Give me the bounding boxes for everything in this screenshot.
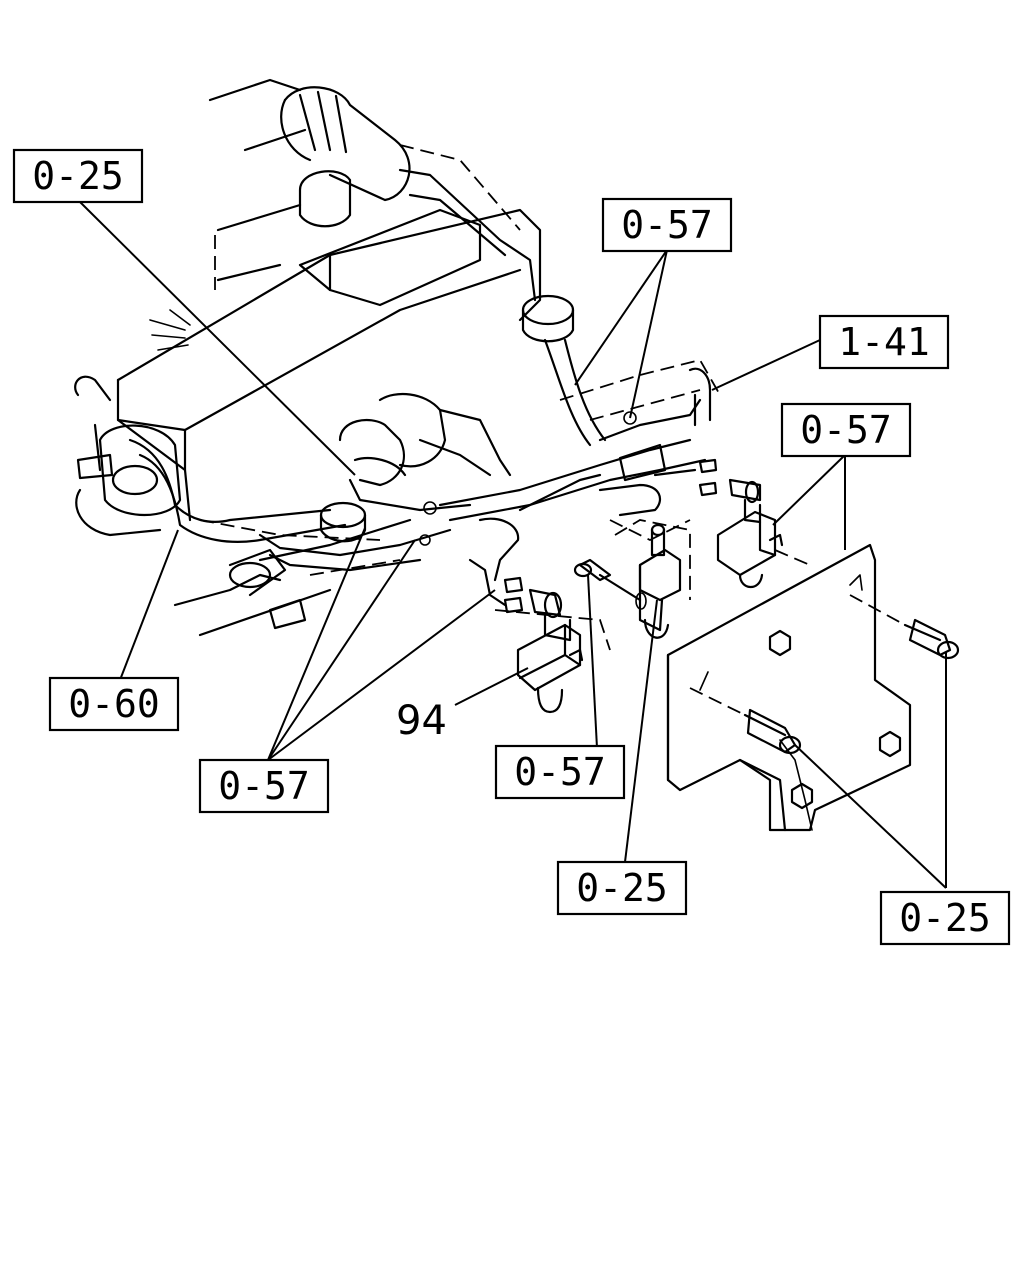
engine-assembly	[116, 78, 607, 522]
callout-0-60: 0-60	[48, 676, 180, 732]
callout-0-57-center-label: 0-57	[514, 750, 606, 794]
callout-0-25-top-label: 0-25	[32, 154, 124, 198]
callout-0-25-center-label: 0-25	[576, 866, 668, 910]
callout-0-25-center: 0-25	[556, 860, 688, 916]
bolts	[689, 594, 960, 755]
vacuum-hose-harness	[128, 358, 721, 651]
leader-lines	[77, 199, 947, 889]
mounting-bracket	[666, 543, 912, 832]
callout-1-41-label: 1-41	[838, 320, 930, 364]
callout-0-57-right-label: 0-57	[800, 408, 892, 452]
callout-0-25-right-label: 0-25	[899, 896, 991, 940]
part-number-94: 94	[396, 698, 447, 744]
vsv-solenoid-right	[716, 478, 811, 589]
callout-0-57-right: 0-57	[780, 402, 912, 458]
callout-0-25-top: 0-25	[12, 148, 144, 204]
water-outlet-assembly	[74, 375, 412, 637]
callout-1-41: 1-41	[818, 314, 950, 370]
callout-0-57-top: 0-57	[601, 197, 733, 253]
callout-0-57-bottom-left-label: 0-57	[218, 764, 310, 808]
vsv-solenoid-center	[573, 519, 691, 639]
vsv-solenoid-94	[516, 588, 584, 714]
callout-0-57-top-label: 0-57	[621, 203, 713, 247]
callout-0-57-center: 0-57	[494, 744, 626, 800]
callout-0-25-right: 0-25	[879, 890, 1011, 946]
callout-0-57-bottom-left: 0-57	[198, 758, 330, 814]
callout-0-60-label: 0-60	[68, 682, 160, 726]
